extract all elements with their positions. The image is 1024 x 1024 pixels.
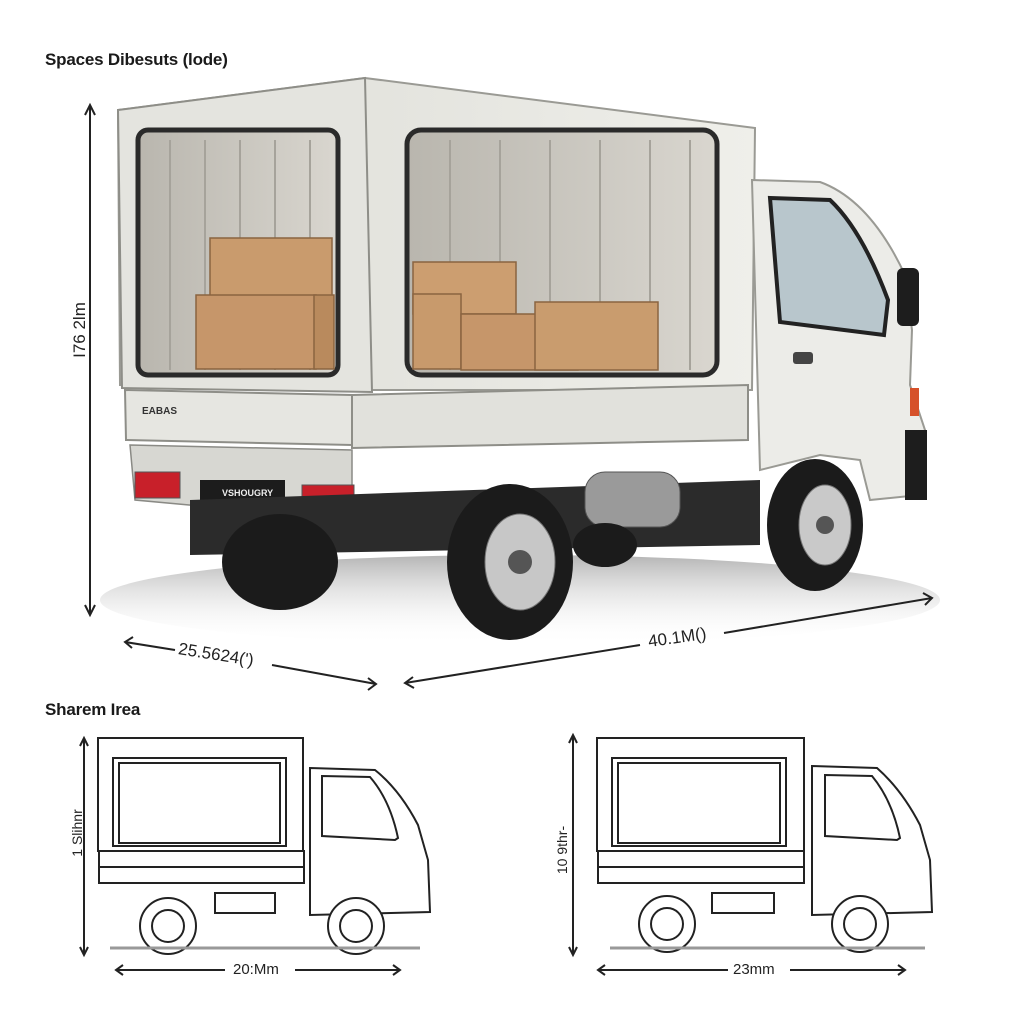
left-drawing-length-label: 20:Mm	[233, 961, 279, 978]
section-title-share-area: Sharem Irea	[45, 700, 141, 719]
license-plate: VSHOUGRY	[222, 488, 274, 498]
section-title-dimensions: Spaces Dibesuts (lode)	[45, 50, 228, 69]
rear-badge: EABAS	[142, 406, 178, 417]
truck-side-drawing-left	[97, 737, 432, 955]
left-drawing-height-label: 1 Slihnr	[69, 809, 85, 857]
truck-side-drawing-right	[596, 737, 934, 953]
right-drawing-height-label: 10 9thr-	[554, 825, 570, 875]
overall-height-label: I76 2lm	[70, 302, 89, 358]
right-drawing-length-label: 23mm	[733, 961, 775, 978]
